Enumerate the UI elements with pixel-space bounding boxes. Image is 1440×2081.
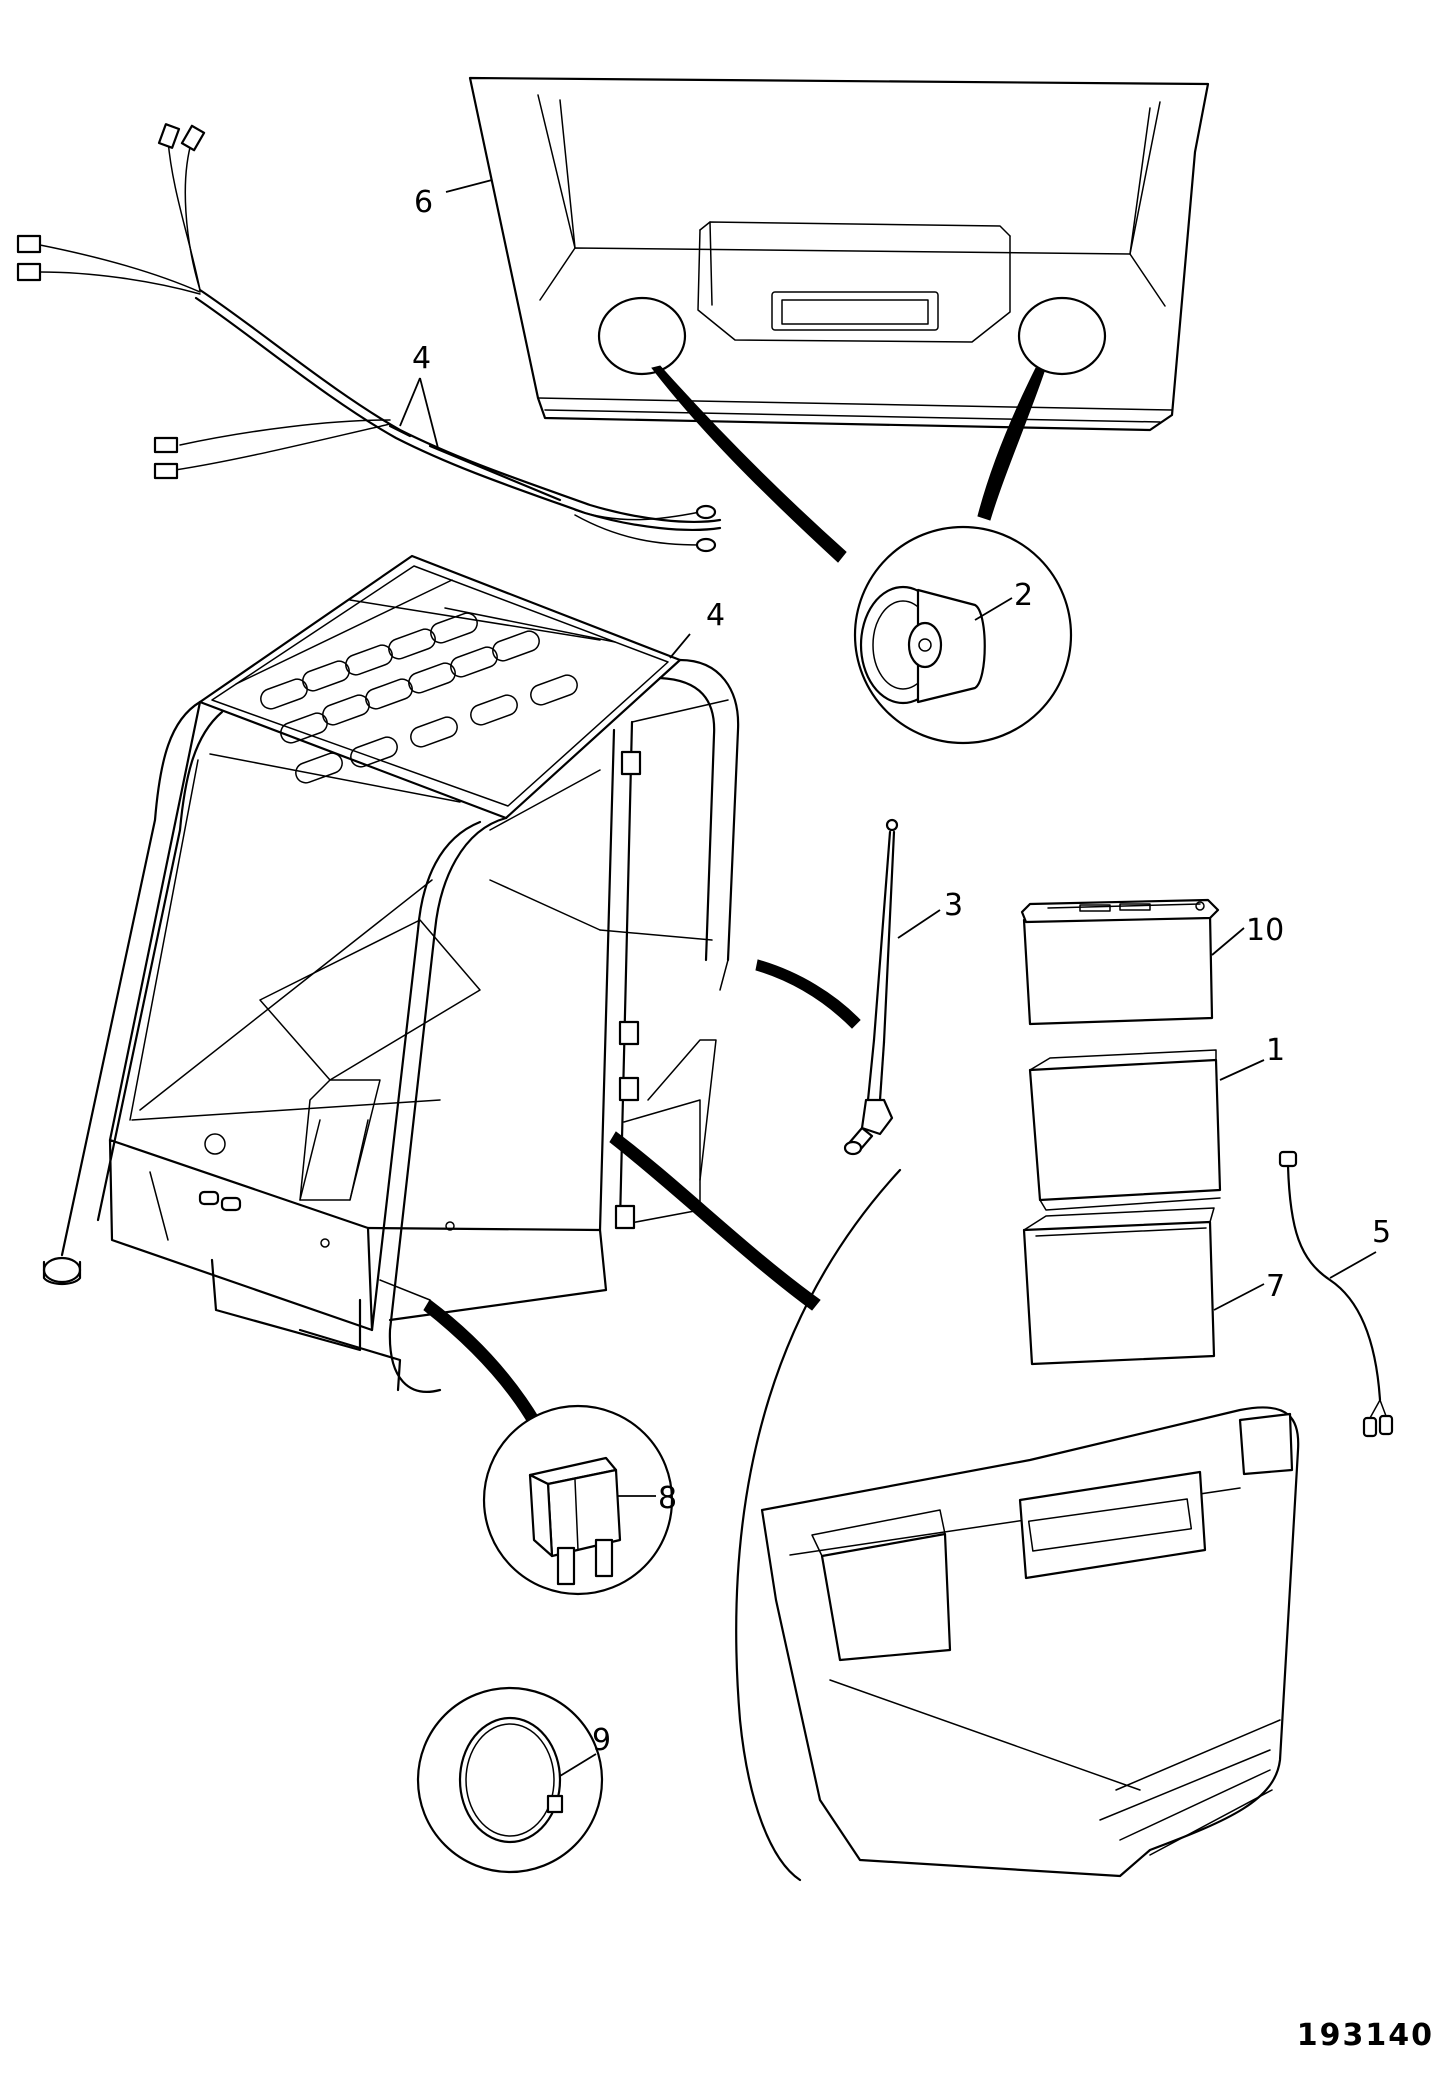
fuse-detail — [482, 1404, 674, 1596]
figure-number: 193140 — [1297, 2018, 1434, 2053]
callout-2: 2 — [1014, 578, 1033, 613]
callout-10: 10 — [1246, 913, 1284, 948]
antenna — [843, 818, 941, 1156]
radio-unit — [1020, 898, 1245, 1026]
speaker-detail — [853, 525, 1073, 745]
overhead-console — [445, 76, 1210, 432]
fuse-leader — [423, 1299, 541, 1427]
antenna-leader — [755, 959, 861, 1029]
speaker-leader-right — [977, 367, 1045, 521]
callout-6: 6 — [414, 185, 433, 220]
cab-frame — [42, 554, 740, 1393]
radio-body — [1028, 1049, 1265, 1211]
door-console — [760, 1406, 1300, 1878]
callout-4-cab: 4 — [706, 598, 725, 633]
speaker-leader-left — [651, 365, 847, 563]
detail-arc — [735, 1168, 902, 1882]
clip-detail — [416, 1686, 604, 1874]
antenna-lead — [1278, 1150, 1394, 1438]
callout-5: 5 — [1372, 1215, 1391, 1250]
callout-1: 1 — [1266, 1033, 1285, 1068]
callout-4-harness: 4 — [412, 341, 431, 376]
console-leader — [609, 1131, 821, 1311]
callout-8: 8 — [658, 1481, 677, 1516]
callout-3: 3 — [944, 888, 963, 923]
callout-9: 9 — [592, 1723, 611, 1758]
radio-housing — [1022, 1207, 1265, 1366]
callout-7: 7 — [1266, 1269, 1285, 1304]
wiring-harness — [16, 123, 722, 553]
